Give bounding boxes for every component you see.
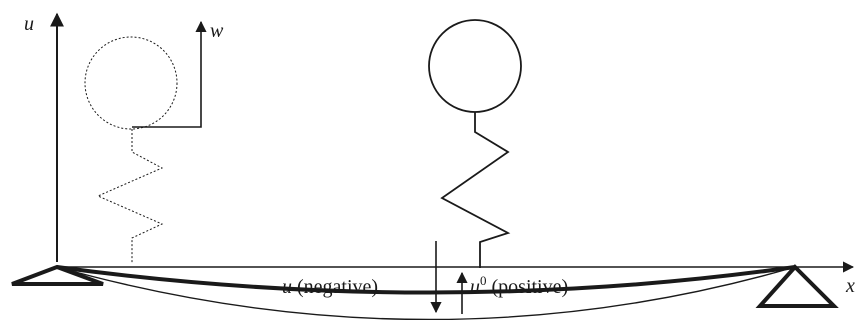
u-axis-label: u — [24, 13, 34, 35]
w-coordinate-arrow — [132, 20, 207, 128]
u-negative-symbol: u — [282, 276, 292, 298]
reference-oscillator-spring — [96, 129, 164, 264]
reference-oscillator-mass — [84, 36, 178, 130]
u0-symbol: u — [470, 276, 480, 298]
x-axis-label: x — [845, 275, 855, 297]
u0-positive-label: u0 (positive) — [470, 273, 568, 298]
u0-superscript: 0 — [480, 273, 487, 288]
moving-oscillator-spring — [440, 112, 511, 268]
beam-static-deflection-curve — [56, 265, 796, 295]
u0-positive-text: (positive) — [487, 276, 569, 298]
u-negative-label: u (negative) — [282, 276, 378, 298]
w-coordinate-label: w — [210, 20, 224, 42]
u-negative-text: (negative) — [292, 276, 378, 298]
moving-oscillator-mass — [428, 19, 522, 113]
left-pin-support — [11, 264, 104, 286]
right-pin-support — [755, 264, 839, 308]
